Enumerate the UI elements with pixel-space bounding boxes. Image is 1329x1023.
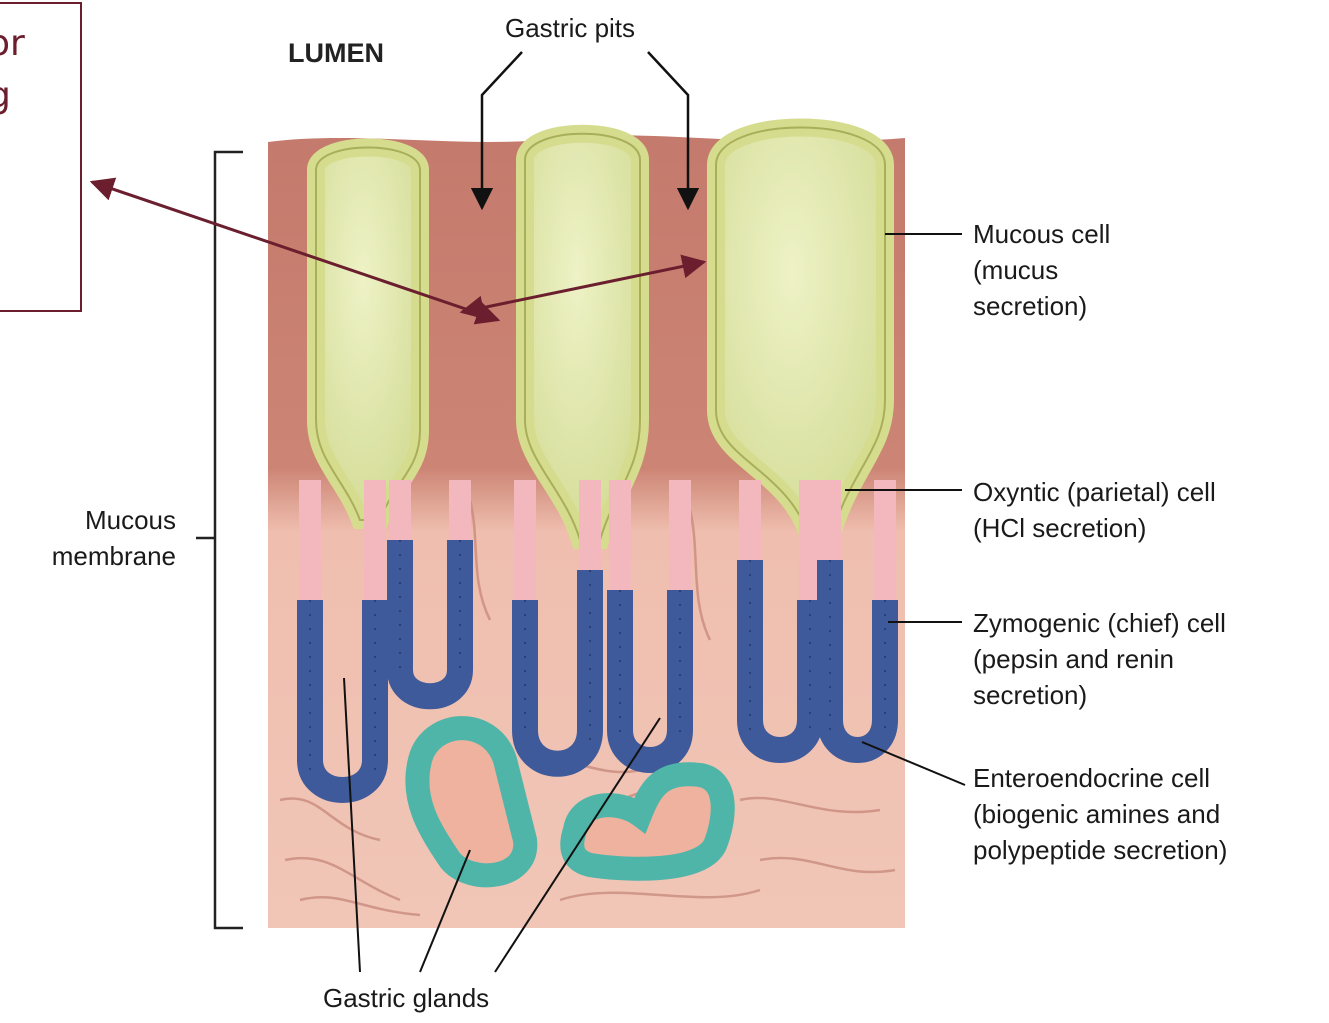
callout-box: or g (0, 2, 82, 312)
callout-text-line-1: or (0, 18, 68, 70)
gastric-pits-label: Gastric pits (505, 10, 635, 46)
enteroendocrine-cell-line-1: Enteroendocrine cell (973, 760, 1227, 796)
oxyntic-cell-label: Oxyntic (parietal) cell (HCl secretion) (973, 474, 1216, 546)
lumen-label: LUMEN (288, 38, 384, 69)
zymogenic-cell-line-1: Zymogenic (chief) cell (973, 605, 1226, 641)
zymogenic-cell-line-2: (pepsin and renin (973, 641, 1226, 677)
enteroendocrine-cell-line-2: (biogenic amines and (973, 796, 1227, 832)
zymogenic-cell-line-3: secretion) (973, 677, 1226, 713)
gastric-glands-label: Gastric glands (323, 980, 489, 1016)
gastric-pit-1 (316, 148, 420, 521)
enteroendocrine-cell-label: Enteroendocrine cell (biogenic amines an… (973, 760, 1227, 868)
enteroendocrine-gland-1 (417, 728, 525, 875)
mucous-membrane-line-1: Mucous (18, 502, 176, 538)
mucous-cell-label: Mucous cell (mucus secretion) (973, 216, 1110, 324)
mucous-cell-line-3: secretion) (973, 288, 1110, 324)
mucous-membrane-line-2: membrane (18, 538, 176, 574)
enteroendocrine-cell-line-3: polypeptide secretion) (973, 832, 1227, 868)
oxyntic-cell-line-1: Oxyntic (parietal) cell (973, 474, 1216, 510)
callout-text-line-2: g (0, 70, 68, 122)
mucous-membrane-bracket (196, 152, 243, 928)
oxyntic-cell-line-2: (HCl secretion) (973, 510, 1216, 546)
mucous-membrane-label: Mucous membrane (18, 502, 176, 574)
mucous-cell-line-1: Mucous cell (973, 216, 1110, 252)
zymogenic-cell-label: Zymogenic (chief) cell (pepsin and renin… (973, 605, 1226, 713)
gastric-pit-2 (525, 134, 640, 540)
mucous-cell-line-2: (mucus (973, 252, 1110, 288)
